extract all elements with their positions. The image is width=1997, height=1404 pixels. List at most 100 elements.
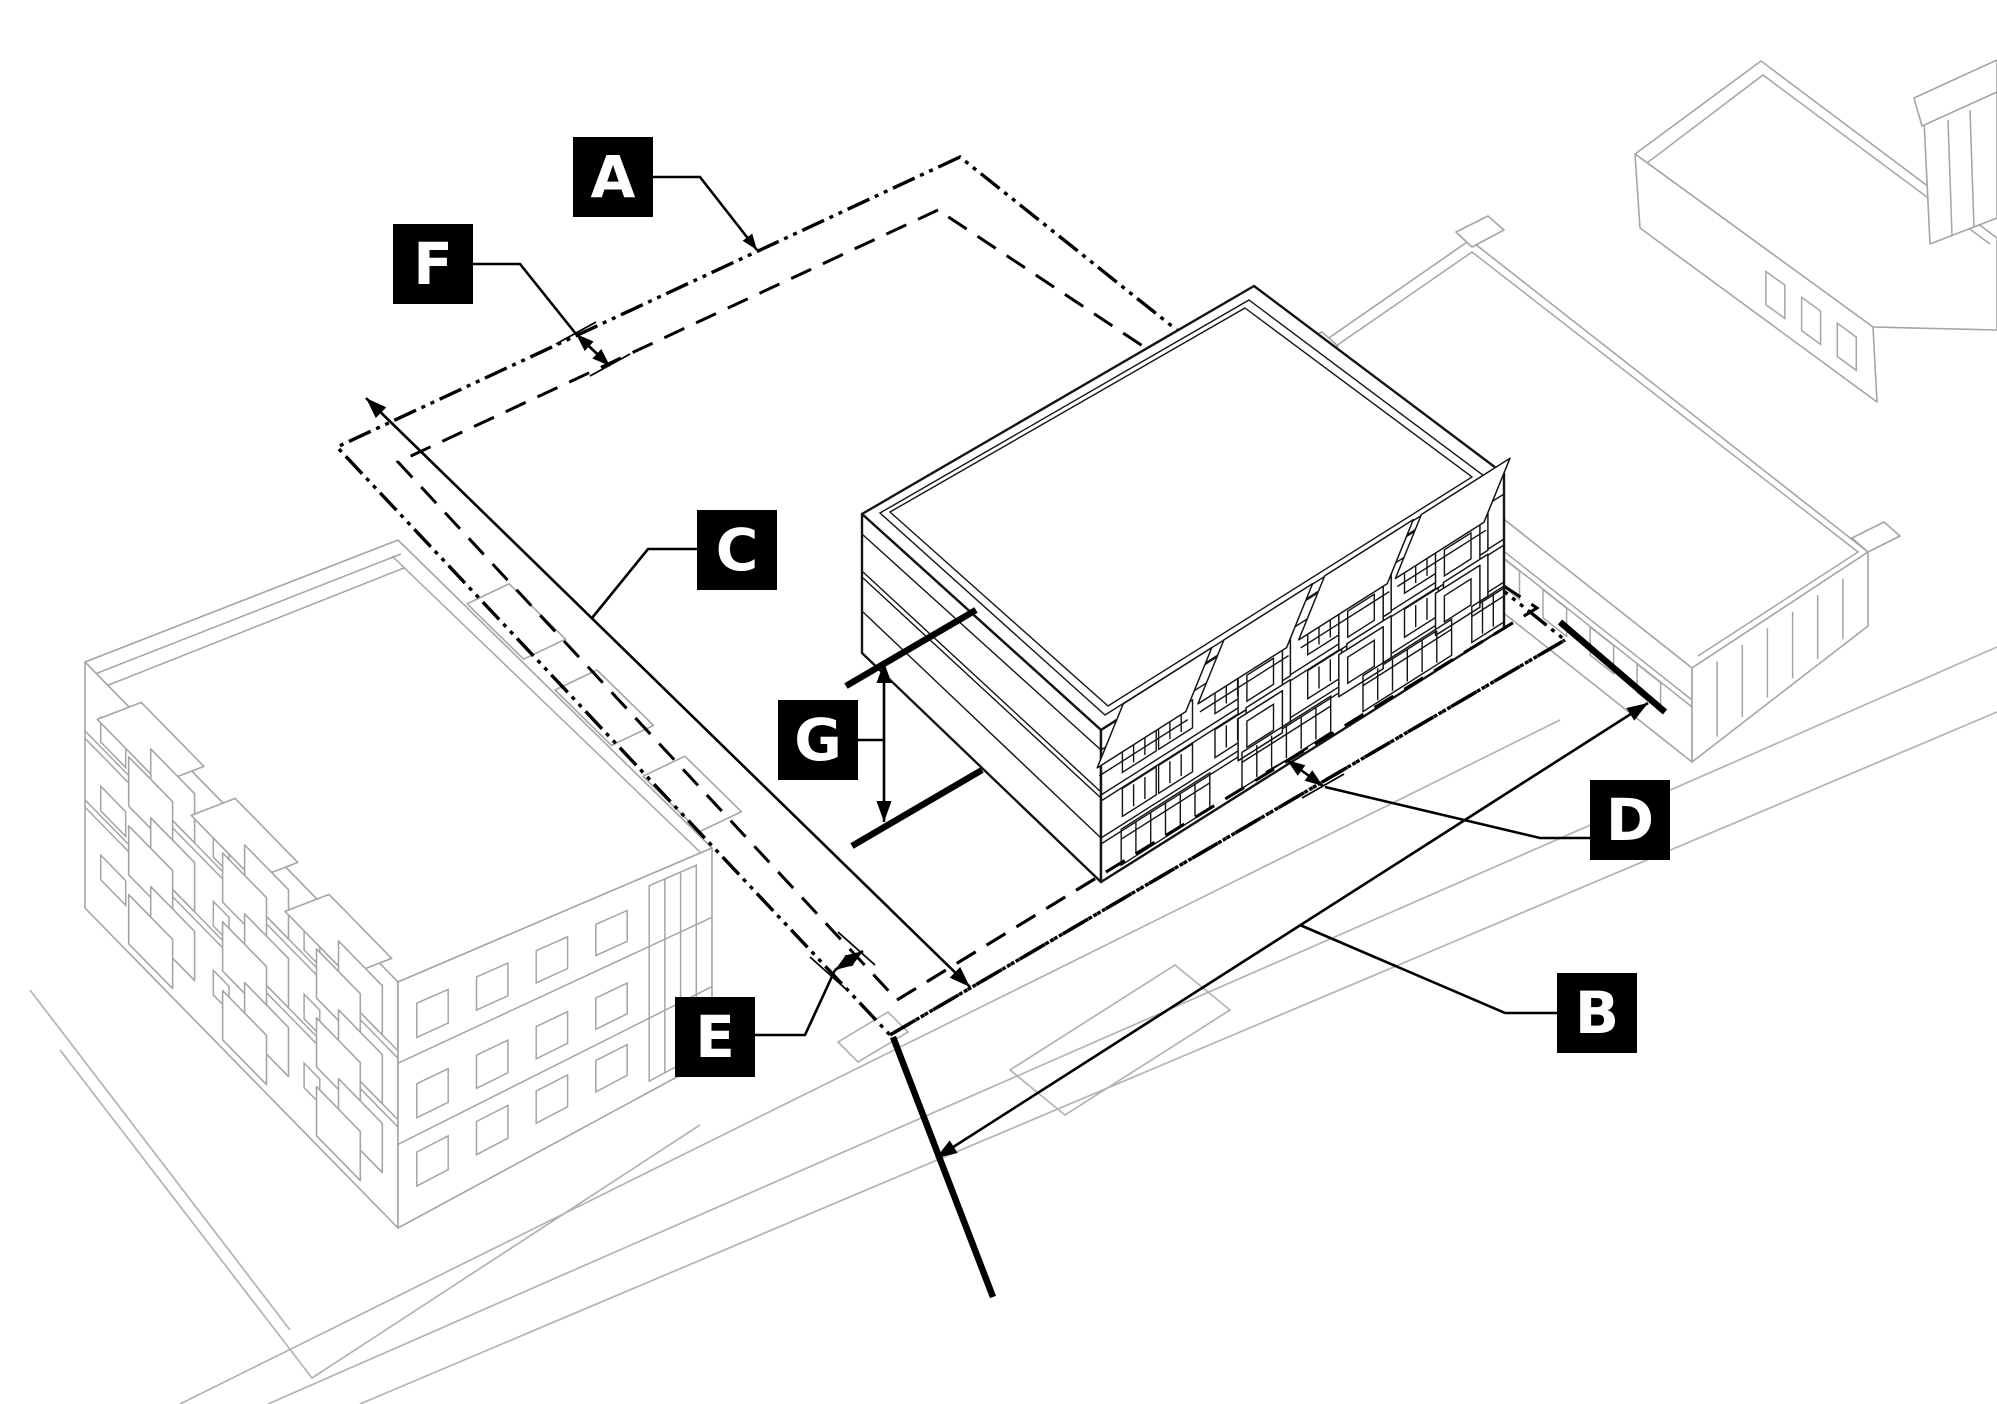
dimension-arrowhead <box>936 1140 958 1158</box>
right-building-window <box>1765 269 1786 320</box>
right-building-window <box>1836 321 1858 372</box>
dimension-tip-tick <box>589 353 631 377</box>
dimension-end-slash <box>889 1035 997 1299</box>
leader-b <box>1299 923 1557 1015</box>
street-curb-line <box>267 646 1997 1404</box>
building-canopy <box>1197 582 1314 705</box>
left-building-window <box>535 935 569 985</box>
building-bay-front <box>1338 625 1384 698</box>
building-storefront-frame <box>1471 584 1505 644</box>
left-building-window <box>595 1043 628 1094</box>
left-building-parapet <box>391 555 701 853</box>
left-building-window <box>475 1038 509 1090</box>
callout-front-setback-d: D <box>1590 780 1670 860</box>
street-curb-line <box>359 711 1997 1404</box>
building-canopy <box>1394 457 1511 580</box>
left-building-canopy <box>466 582 567 661</box>
right-building-tower-mullion <box>1947 119 1953 236</box>
dimension-arrowhead <box>576 334 594 351</box>
right-building-tower-cap <box>1913 59 1997 127</box>
right-building-rear-face <box>1634 153 1878 403</box>
dimension-arrowhead <box>366 398 387 418</box>
left-building-canopy <box>554 669 655 747</box>
walkway-edge <box>59 1049 701 1380</box>
dimension-tip-tick <box>1265 747 1309 773</box>
dimension-arrowhead <box>742 233 757 250</box>
building-bay-front <box>1434 564 1481 637</box>
building-left-floor-band <box>862 571 1102 793</box>
dimension-tip-tick <box>837 931 876 966</box>
building-storefront-frame <box>1362 618 1453 713</box>
building-storefront-frame <box>1241 694 1332 790</box>
dimension-tick <box>844 607 978 689</box>
callout-lot-depth-c: C <box>697 510 777 590</box>
building-bay-window <box>1443 531 1472 578</box>
dimension-arrowhead <box>876 801 892 822</box>
dimension-arrowhead <box>592 349 610 366</box>
left-building-balcony-front <box>127 893 174 990</box>
left-building-window <box>99 853 127 908</box>
building-canopy <box>1297 518 1415 641</box>
building-bay-window <box>1246 657 1275 703</box>
building-roof-parapet <box>878 299 1486 716</box>
left-building-window <box>595 909 628 957</box>
leader-a <box>653 175 759 251</box>
leader-e <box>753 969 837 1037</box>
property-line <box>334 155 1568 1038</box>
building-left-parapet-line <box>861 533 1102 751</box>
property-line-front <box>889 638 1566 1037</box>
street-pad <box>1008 963 1232 1117</box>
callout-side-setback-e: E <box>675 997 755 1077</box>
left-building-window <box>475 961 509 1012</box>
left-building-window <box>535 1073 569 1125</box>
callout-frontage-b: B <box>1557 973 1637 1053</box>
left-building-window <box>595 981 628 1031</box>
building-bay-window <box>1443 577 1472 624</box>
building-canopy-edge <box>1199 655 1289 713</box>
left-building-window <box>416 1067 449 1120</box>
left-building-window <box>416 1134 449 1188</box>
dimension-arrowhead <box>835 954 854 970</box>
callout-story-height-g: G <box>778 700 858 780</box>
building-left-floor-band <box>862 577 1102 799</box>
dimension-arrowhead <box>949 967 970 987</box>
building-bay-window <box>1346 639 1376 685</box>
left-building-floor-band <box>397 916 713 1064</box>
right-building-window <box>1542 588 1568 639</box>
right-building-parapet <box>1309 251 1860 657</box>
left-building-balcony-front <box>315 1085 362 1182</box>
right-building-window <box>1800 295 1822 346</box>
dimension-tick <box>850 767 984 849</box>
dimension-arrowhead <box>1626 703 1648 721</box>
building-bay-window <box>1246 703 1275 749</box>
setback-line-front <box>896 606 1538 1002</box>
left-building-floor-band <box>397 985 713 1146</box>
street-pad <box>836 1010 910 1064</box>
right-building-parapet-cap <box>1851 521 1901 553</box>
building-canopy <box>1096 646 1213 769</box>
building-canopy-edge <box>1300 591 1390 649</box>
callout-setback-f: F <box>393 224 473 304</box>
left-building-balcony-front <box>221 989 268 1086</box>
left-building-canopy <box>642 755 743 833</box>
leader-f <box>473 262 578 335</box>
building-window <box>1157 742 1194 795</box>
leader-d <box>1324 785 1590 840</box>
right-building-parapet <box>1642 74 1991 245</box>
dimension-arrowhead <box>1304 770 1323 786</box>
building-canopy-edge <box>1397 529 1487 588</box>
callout-property-line-a: A <box>573 137 653 217</box>
building-roof-parapet <box>888 307 1474 707</box>
dimension-end-slash <box>1557 619 1668 715</box>
left-building-window <box>416 988 449 1039</box>
right-building-tower-mullion <box>1969 109 1975 229</box>
left-building-window <box>99 784 127 839</box>
building-bay-window <box>1346 593 1376 639</box>
dimension-tip-tick <box>1301 773 1345 799</box>
sidewalk-edge-line <box>179 719 1561 1404</box>
building-canopy-edge <box>1098 719 1189 777</box>
dimension-arrowhead <box>1287 760 1306 776</box>
left-building-roof-cap <box>89 553 402 677</box>
